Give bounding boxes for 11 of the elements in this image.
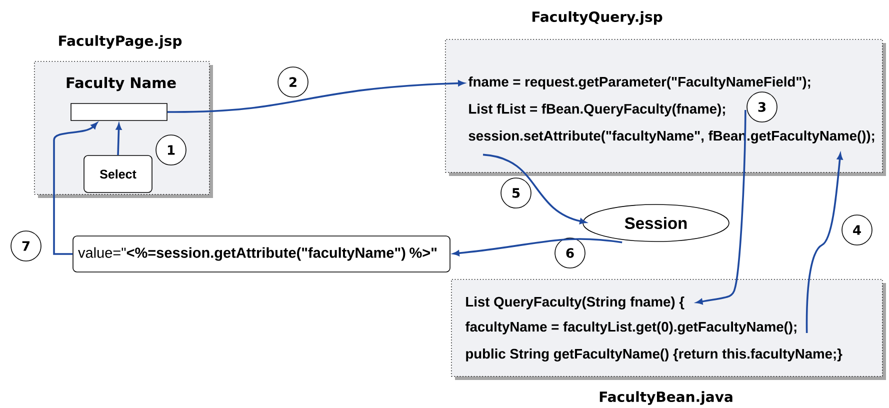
- step-number: 5: [500, 178, 532, 208]
- step-number: 6: [554, 238, 586, 268]
- arrow: [167, 80, 464, 113]
- panel-title: FacultyQuery.jsp: [532, 11, 662, 25]
- arrow: [453, 238, 622, 256]
- step-number: 7: [10, 230, 42, 262]
- step-number: 4: [842, 214, 872, 246]
- code-box: value="<%=session.getAttribute("facultyName") %>": [72, 236, 450, 272]
- step-number: 2: [278, 66, 308, 98]
- panel-title: FacultyBean.java: [600, 391, 732, 405]
- panel-title: FacultyPage.jsp: [59, 35, 182, 49]
